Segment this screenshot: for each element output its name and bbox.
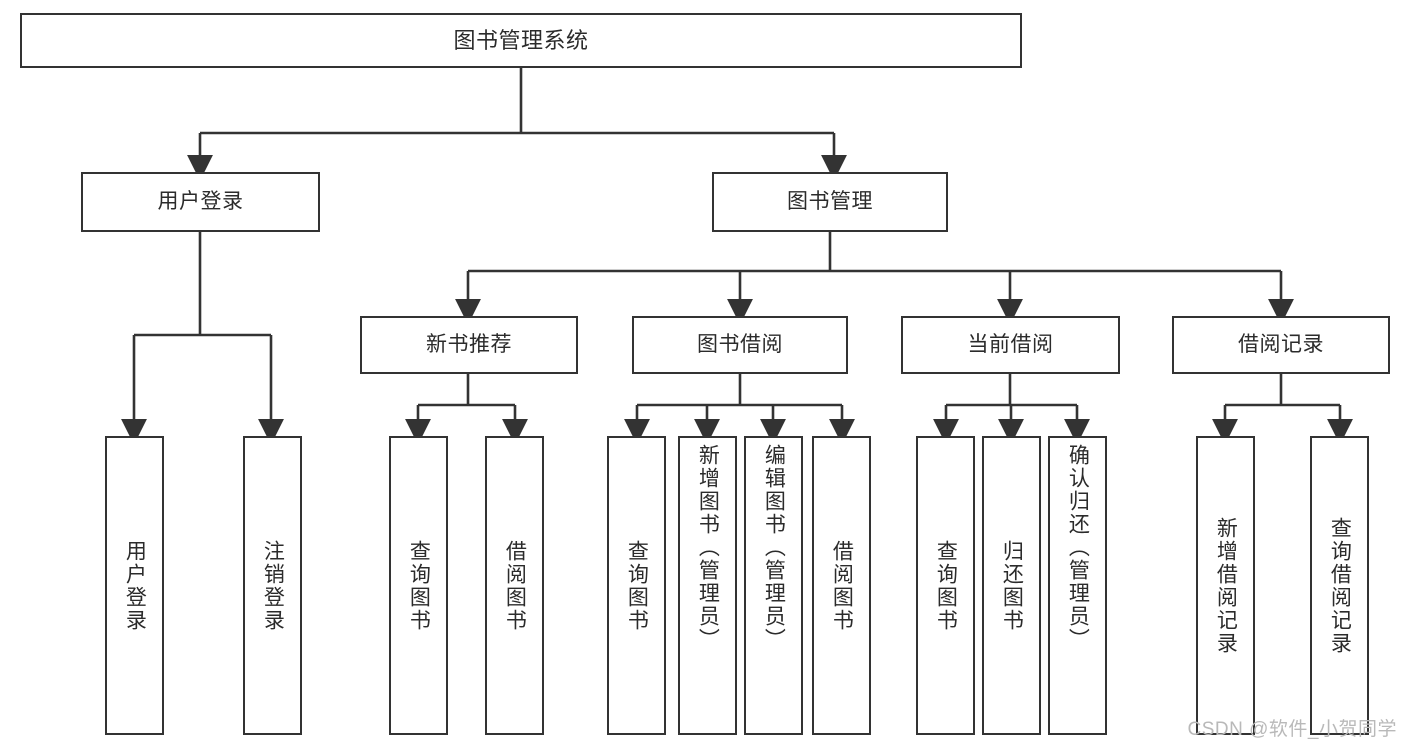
node-label: 借阅图书 bbox=[503, 539, 527, 632]
node-label: 图书管理 bbox=[787, 189, 873, 213]
leaf-borrow-book-recommendation[interactable]: 借阅图书 bbox=[485, 436, 544, 735]
node-root-system[interactable]: 图书管理系统 bbox=[20, 13, 1022, 68]
node-label: 图书管理系统 bbox=[453, 27, 589, 53]
node-current-borrow[interactable]: 当前借阅 bbox=[901, 316, 1120, 374]
node-borrow-record[interactable]: 借阅记录 bbox=[1172, 316, 1390, 374]
node-label: 用户登录 bbox=[123, 539, 147, 632]
node-book-borrow[interactable]: 图书借阅 bbox=[632, 316, 848, 374]
node-user-login[interactable]: 用户登录 bbox=[81, 172, 320, 232]
node-new-book-recommendation[interactable]: 新书推荐 bbox=[360, 316, 578, 374]
leaf-borrow-book-borrow[interactable]: 借阅图书 bbox=[812, 436, 871, 735]
leaf-add-book-admin[interactable]: 新增图书（管理员） bbox=[678, 436, 737, 735]
leaf-edit-book-admin[interactable]: 编辑图书（管理员） bbox=[744, 436, 803, 735]
node-label: 确认归还（管理员） bbox=[1066, 444, 1090, 651]
leaf-query-book-recommendation[interactable]: 查询图书 bbox=[389, 436, 448, 735]
node-label: 查询借阅记录 bbox=[1328, 516, 1352, 655]
node-label: 当前借阅 bbox=[967, 332, 1054, 356]
leaf-logout[interactable]: 注销登录 bbox=[243, 436, 302, 735]
node-label: 新书推荐 bbox=[426, 332, 512, 356]
node-label: 编辑图书（管理员） bbox=[762, 444, 786, 651]
leaf-return-book[interactable]: 归还图书 bbox=[982, 436, 1041, 735]
leaf-add-borrow-record[interactable]: 新增借阅记录 bbox=[1196, 436, 1255, 735]
node-label: 查询图书 bbox=[934, 539, 958, 632]
leaf-query-book-current[interactable]: 查询图书 bbox=[916, 436, 975, 735]
node-book-management[interactable]: 图书管理 bbox=[712, 172, 948, 232]
node-label: 用户登录 bbox=[157, 189, 244, 213]
node-label: 注销登录 bbox=[261, 539, 285, 632]
node-label: 借阅记录 bbox=[1238, 332, 1324, 356]
node-label: 图书借阅 bbox=[697, 332, 783, 356]
node-label: 新增图书（管理员） bbox=[696, 444, 720, 651]
leaf-query-book-borrow[interactable]: 查询图书 bbox=[607, 436, 666, 735]
node-label: 新增借阅记录 bbox=[1214, 516, 1238, 655]
leaf-query-borrow-record[interactable]: 查询借阅记录 bbox=[1310, 436, 1369, 735]
node-label: 查询图书 bbox=[407, 539, 431, 632]
node-label: 查询图书 bbox=[625, 539, 649, 632]
watermark-text: CSDN @软件_小贺同学 bbox=[1187, 719, 1397, 740]
node-label: 归还图书 bbox=[1000, 539, 1024, 632]
node-label: 借阅图书 bbox=[830, 539, 854, 632]
leaf-user-login[interactable]: 用户登录 bbox=[105, 436, 164, 735]
leaf-confirm-return-admin[interactable]: 确认归还（管理员） bbox=[1048, 436, 1107, 735]
